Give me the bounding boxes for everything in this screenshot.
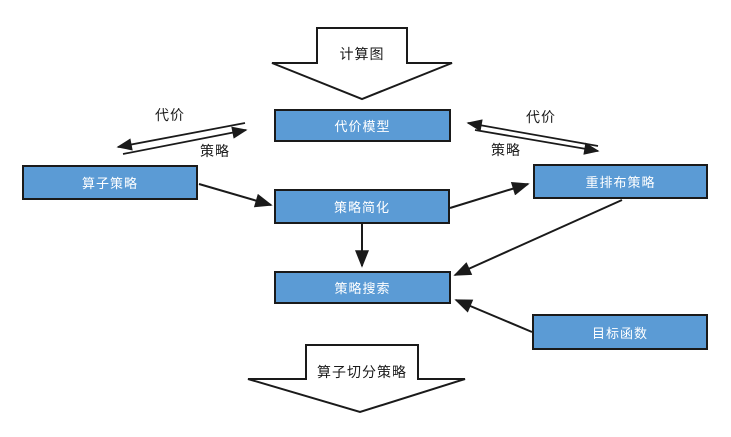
edge-label-left-strategy: 策略	[200, 143, 230, 159]
edge-relayout-to-search	[453, 199, 623, 276]
edge-costmodel-to-relayout-strategy	[474, 129, 600, 155]
edge-label-right-cost: 代价	[526, 109, 556, 125]
output-arrow-label: 算子切分策略	[317, 364, 407, 380]
edge-label-right-strategy: 策略	[491, 142, 521, 158]
input-arrow-label: 计算图	[339, 46, 385, 62]
node-objective-function: 目标函数	[532, 314, 708, 350]
edge-label-left-cost: 代价	[155, 107, 185, 123]
node-relayout-strategy: 重排布策略	[533, 164, 708, 199]
node-strategy-simplify: 策略简化	[274, 189, 450, 224]
edge-relayout-to-costmodel-cost	[466, 119, 599, 147]
edge-operator-to-simplify	[198, 183, 273, 208]
node-strategy-search: 策略搜索	[274, 271, 451, 304]
edge-operator-to-costmodel-strategy	[122, 126, 248, 155]
edge-costmodel-to-operator-cost	[116, 122, 246, 151]
node-operator-strategy: 算子策略	[22, 165, 198, 200]
input-block-arrow	[271, 27, 453, 101]
output-block-arrow	[247, 344, 466, 414]
edge-simplify-to-relayout	[449, 181, 530, 209]
node-cost-model: 代价模型	[274, 109, 451, 142]
edge-objective-to-search	[454, 299, 533, 333]
